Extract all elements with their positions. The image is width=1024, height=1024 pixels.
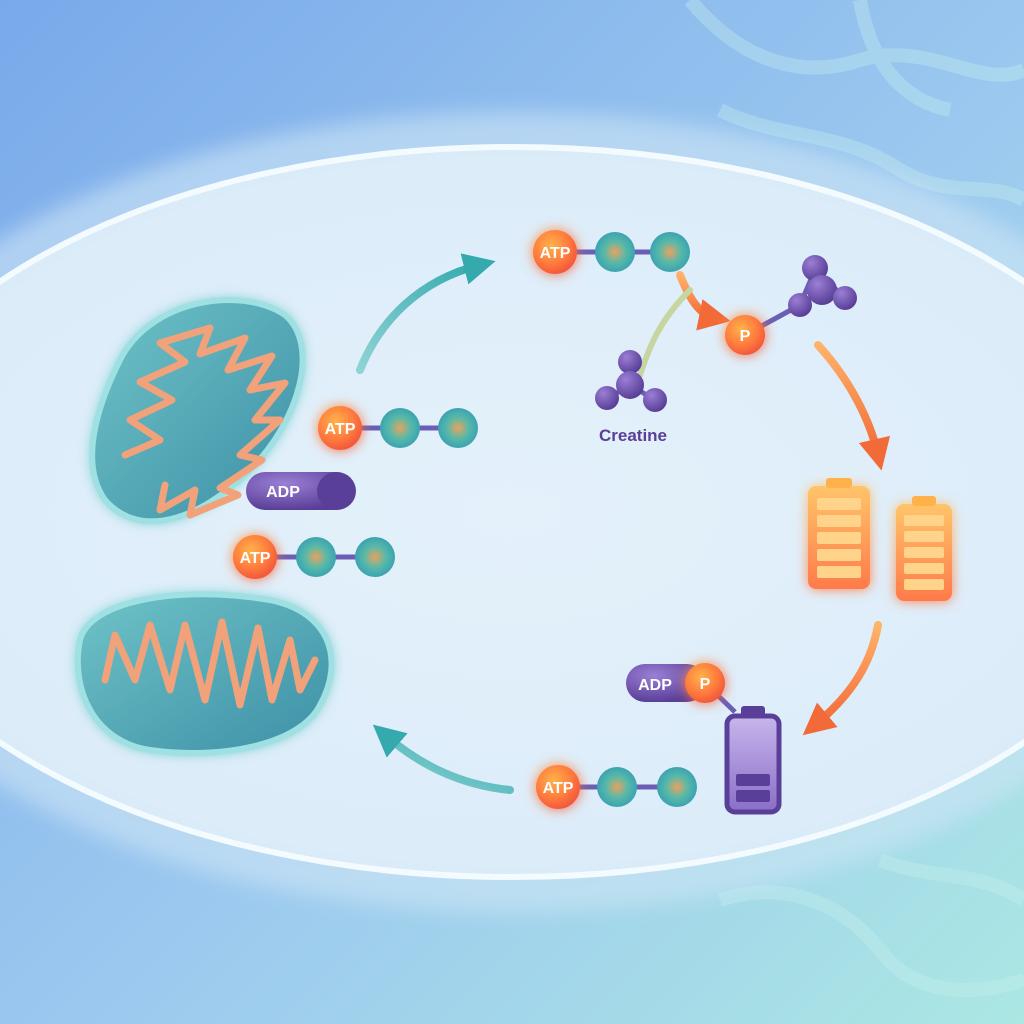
arrow-back-to-mitochondria <box>372 724 514 794</box>
battery-cells <box>904 515 944 590</box>
atp-label: ATP <box>540 245 571 262</box>
adp-molecule: ADP <box>246 472 356 510</box>
battery-full-icon <box>896 496 952 601</box>
adp-phosphate-molecule: ADP P <box>626 663 737 714</box>
creatine-label: Creatine <box>599 426 667 445</box>
atp-molecule-top: ATP <box>533 230 690 274</box>
phosphate-label: P <box>700 676 711 693</box>
atp-molecule-lower-left: ATP <box>233 535 395 579</box>
battery-low-icon <box>724 706 782 815</box>
cycle-arrows <box>356 253 891 794</box>
arrow-to-low-battery <box>802 621 882 736</box>
creatine-molecule-icon <box>595 350 667 412</box>
atp-molecule-upper-left: ATP <box>318 406 478 450</box>
atp-label: ATP <box>325 421 356 438</box>
battery-cells <box>817 498 861 578</box>
adp-label: ADP <box>266 484 300 501</box>
mitochondrion-icon <box>74 591 335 756</box>
background-tissue-pattern <box>684 0 1024 997</box>
battery-full-icon <box>808 478 870 589</box>
phosphate-label: P <box>740 328 751 345</box>
arrow-from-creatine <box>637 287 693 378</box>
atp-molecule-bottom: ATP <box>536 765 697 809</box>
arrow-to-phosphate <box>676 271 731 331</box>
arrow-to-batteries <box>814 341 891 471</box>
atp-label: ATP <box>240 550 271 567</box>
phosphocreatine-molecule-icon: P <box>725 255 857 355</box>
arrow-up-teal <box>356 253 496 374</box>
adp-label: ADP <box>638 677 672 694</box>
atp-label: ATP <box>543 780 574 797</box>
mitochondrion-icon <box>89 297 306 525</box>
